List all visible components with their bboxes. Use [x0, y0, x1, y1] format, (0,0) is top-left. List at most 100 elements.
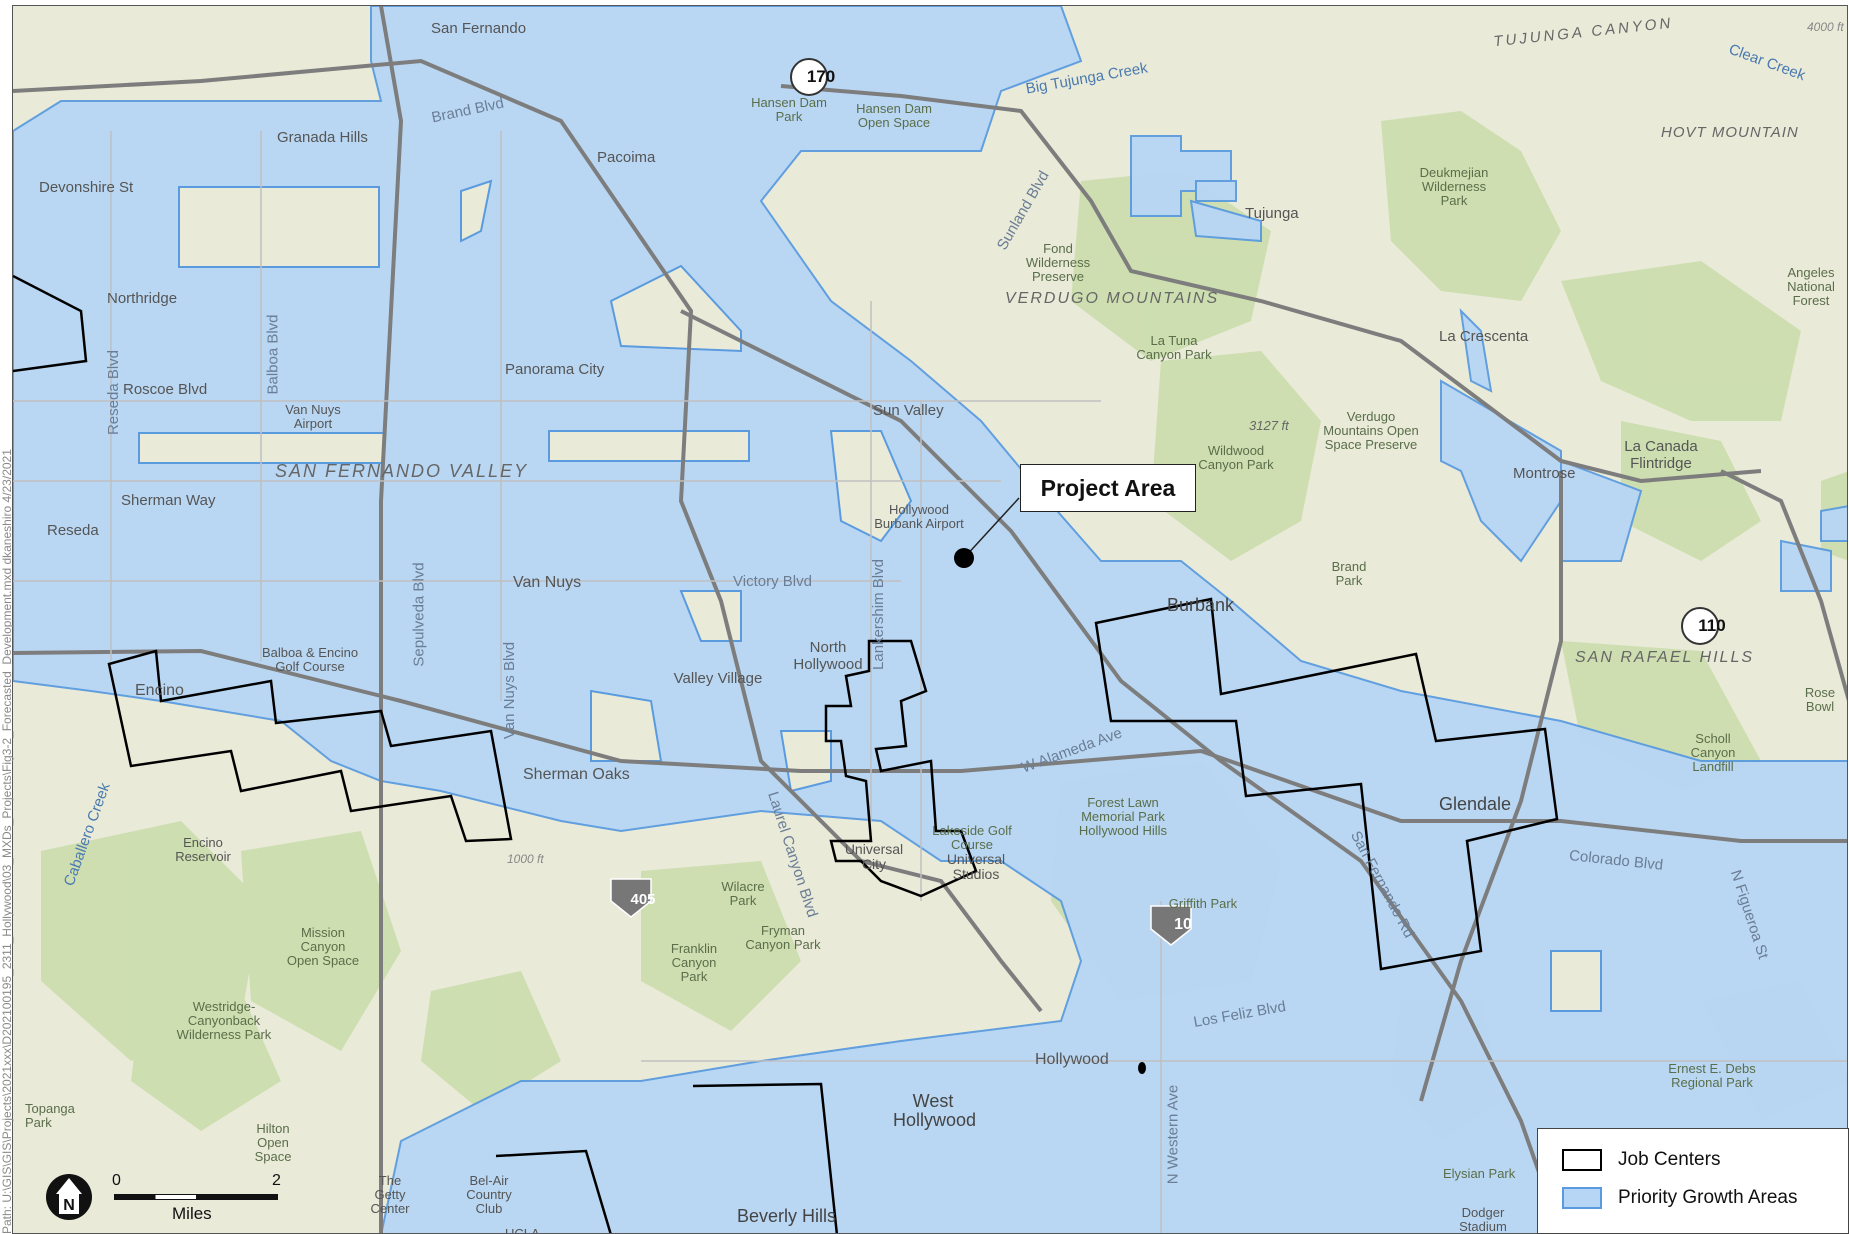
- north-arrow-icon: N: [46, 1174, 92, 1220]
- label-4000-ft: 4000 ft: [1807, 20, 1844, 34]
- label-north-hollywood: North Hollywood: [793, 639, 863, 673]
- label-verdugo-mountains: VERDUGO MOUNTAINS: [1005, 290, 1220, 307]
- label-dodger-stadium: Dodger Stadium: [1459, 1205, 1507, 1234]
- label-colorado-blvd: Colorado Blvd: [1568, 847, 1664, 874]
- label-sepulveda-blvd: Sepulveda Blvd: [410, 562, 428, 667]
- label-n-western-ave: N Western Ave: [1164, 1084, 1182, 1185]
- label-deukmejian-park: Deukmejian Wilderness Park: [1419, 165, 1489, 208]
- label-franklin-canyon: Franklin Canyon Park: [670, 941, 718, 984]
- scale-start: 0: [112, 1172, 121, 1189]
- label-hilton-open: Hilton Open Space: [254, 1121, 292, 1164]
- label-clear-creek: Clear Creek: [1726, 40, 1808, 85]
- label-devonshire-st: Devonshire St: [39, 179, 134, 196]
- shield-170-label: 170: [806, 67, 836, 86]
- map-legend: Job Centers Priority Growth Areas: [1537, 1128, 1849, 1234]
- label-hovt-mountain: HOVT MOUNTAIN: [1661, 124, 1799, 141]
- label-west-hollywood: West Hollywood: [893, 1091, 977, 1130]
- label-hansen-dam-park: Hansen Dam Park: [751, 95, 827, 124]
- label-granada-hills: Granada Hills: [277, 129, 368, 146]
- file-path-credit: Path: U:\GIS\GIS\Projects\2021xxx\D20210…: [0, 449, 14, 1234]
- callout-leader: [963, 497, 1020, 559]
- label-san-fernando-rd: San Fernando Rd: [1346, 828, 1418, 941]
- scale-unit: Miles: [172, 1204, 212, 1223]
- label-roscoe-blvd: Roscoe Blvd: [123, 381, 208, 398]
- label-wilacre-park: Wilacre Park: [721, 879, 765, 908]
- scale-bar: 0 2 Miles: [112, 1172, 292, 1228]
- label-angeles-forest: Angeles National Forest: [1787, 265, 1835, 308]
- label-debs-park: Ernest E. Debs Regional Park: [1668, 1061, 1756, 1090]
- label-ucla: UCLA: [505, 1226, 540, 1234]
- label-san-fernando-valley: SAN FERNANDO VALLEY: [275, 461, 529, 481]
- label-fryman-canyon: Fryman Canyon Park: [745, 923, 821, 952]
- label-van-nuys-blvd: Van Nuys Blvd: [501, 641, 519, 740]
- label-westridge-canyonback: Westridge-Canyonback Wilderness Park: [176, 999, 272, 1042]
- label-la-crescenta: La Crescenta: [1439, 328, 1529, 345]
- label-valley-village: Valley Village: [673, 670, 763, 687]
- label-victory-blvd: Victory Blvd: [733, 573, 812, 590]
- label-caballero-creek: Caballero Creek: [60, 780, 114, 889]
- label-encino-reservoir: Encino Reservoir: [175, 835, 231, 864]
- label-lakeside-golf: Lakeside Golf Course: [932, 823, 1012, 852]
- legend-row-job-centers: Job Centers: [1562, 1149, 1720, 1171]
- label-pacoima: Pacoima: [597, 149, 656, 166]
- small-marker: [1138, 1062, 1146, 1074]
- legend-row-priority-growth: Priority Growth Areas: [1562, 1187, 1798, 1209]
- map-frame[interactable]: 170 405 10 110 San Fernando Granada Hill…: [12, 5, 1848, 1234]
- label-san-fernando: San Fernando: [431, 20, 527, 37]
- label-3127-ft: 3127 ft: [1249, 418, 1289, 433]
- label-los-feliz-blvd: Los Feliz Blvd: [1192, 998, 1288, 1031]
- label-sherman-oaks: Sherman Oaks: [523, 766, 630, 783]
- label-balboa-blvd: Balboa Blvd: [264, 314, 282, 395]
- label-glendale: Glendale: [1439, 794, 1512, 814]
- label-wildwood-canyon: Wildwood Canyon Park: [1198, 443, 1274, 472]
- label-hollywood: Hollywood: [1035, 1051, 1109, 1068]
- label-scholl-canyon: Scholl Canyon Landfill: [1690, 731, 1736, 774]
- label-big-tujunga-creek: Big Tujunga Creek: [1024, 59, 1149, 98]
- shield-405-label: 405: [630, 891, 656, 908]
- label-van-nuys: Van Nuys: [513, 574, 582, 591]
- label-san-rafael-hills: SAN RAFAEL HILLS: [1575, 649, 1755, 666]
- place-labels: San Fernando Granada Hills Pacoima Devon…: [13, 6, 1847, 1234]
- label-la-tuna-canyon: La Tuna Canyon Park: [1136, 333, 1212, 362]
- label-beverly-hills: Beverly Hills: [737, 1206, 837, 1226]
- scale-end: 2: [272, 1172, 281, 1189]
- label-burbank: Burbank: [1167, 595, 1235, 615]
- label-bel-air: Bel-Air Country Club: [466, 1173, 512, 1216]
- label-brand-park: Brand Park: [1331, 559, 1367, 588]
- non-growth-zones: [138, 179, 1602, 1012]
- label-universal-studios: Universal Studios: [946, 851, 1006, 882]
- label-verdugo-preserve: Verdugo Mountains Open Space Preserve: [1323, 409, 1419, 452]
- label-burbank-airport: Hollywood Burbank Airport: [874, 502, 964, 531]
- label-griffith-park: Griffith Park: [1168, 896, 1238, 911]
- shield-10-label: 10: [1174, 916, 1192, 933]
- label-sun-valley: Sun Valley: [873, 402, 944, 419]
- label-brand-blvd: Brand Blvd: [430, 94, 506, 127]
- label-reseda: Reseda: [47, 522, 99, 539]
- label-encino: Encino: [135, 682, 184, 699]
- label-panorama-city: Panorama City: [505, 361, 605, 378]
- label-getty-center: The Getty Center: [370, 1173, 410, 1216]
- job-centers: [13, 274, 1559, 1233]
- label-northridge: Northridge: [107, 290, 178, 307]
- scale-bar-graphic: [114, 1194, 278, 1200]
- label-1000-ft: 1000 ft: [507, 852, 544, 866]
- label-tujunga: Tujunga: [1245, 205, 1299, 222]
- label-tujunga-canyon: TUJUNGA CANYON: [1492, 14, 1675, 51]
- label-forest-lawn: Forest Lawn Memorial Park Hollywood Hill…: [1078, 795, 1168, 838]
- priority-growth-swatch: [1562, 1187, 1602, 1209]
- label-lankershim: Lankershim Blvd: [869, 559, 887, 670]
- label-n-figueroa: N Figueroa St: [1726, 867, 1772, 962]
- legend-priority-growth-label: Priority Growth Areas: [1618, 1187, 1798, 1208]
- label-sherman-way: Sherman Way: [121, 492, 216, 509]
- label-balboa-golf: Balboa & Encino Golf Course: [261, 645, 359, 674]
- label-rose-bowl: Rose Bowl: [1804, 685, 1836, 714]
- legend-job-centers-label: Job Centers: [1618, 1149, 1721, 1170]
- job-centers-swatch: [1562, 1149, 1602, 1171]
- project-area-callout: Project Area: [1020, 464, 1196, 512]
- label-hansen-dam-open: Hansen Dam Open Space: [856, 101, 932, 130]
- label-universal-city: Universal City: [844, 841, 904, 872]
- label-reseda-blvd: Reseda Blvd: [105, 349, 123, 436]
- priority-growth-areas: [13, 6, 1847, 1233]
- label-van-nuys-airport: Van Nuys Airport: [285, 402, 341, 431]
- arterials: [13, 131, 1847, 1233]
